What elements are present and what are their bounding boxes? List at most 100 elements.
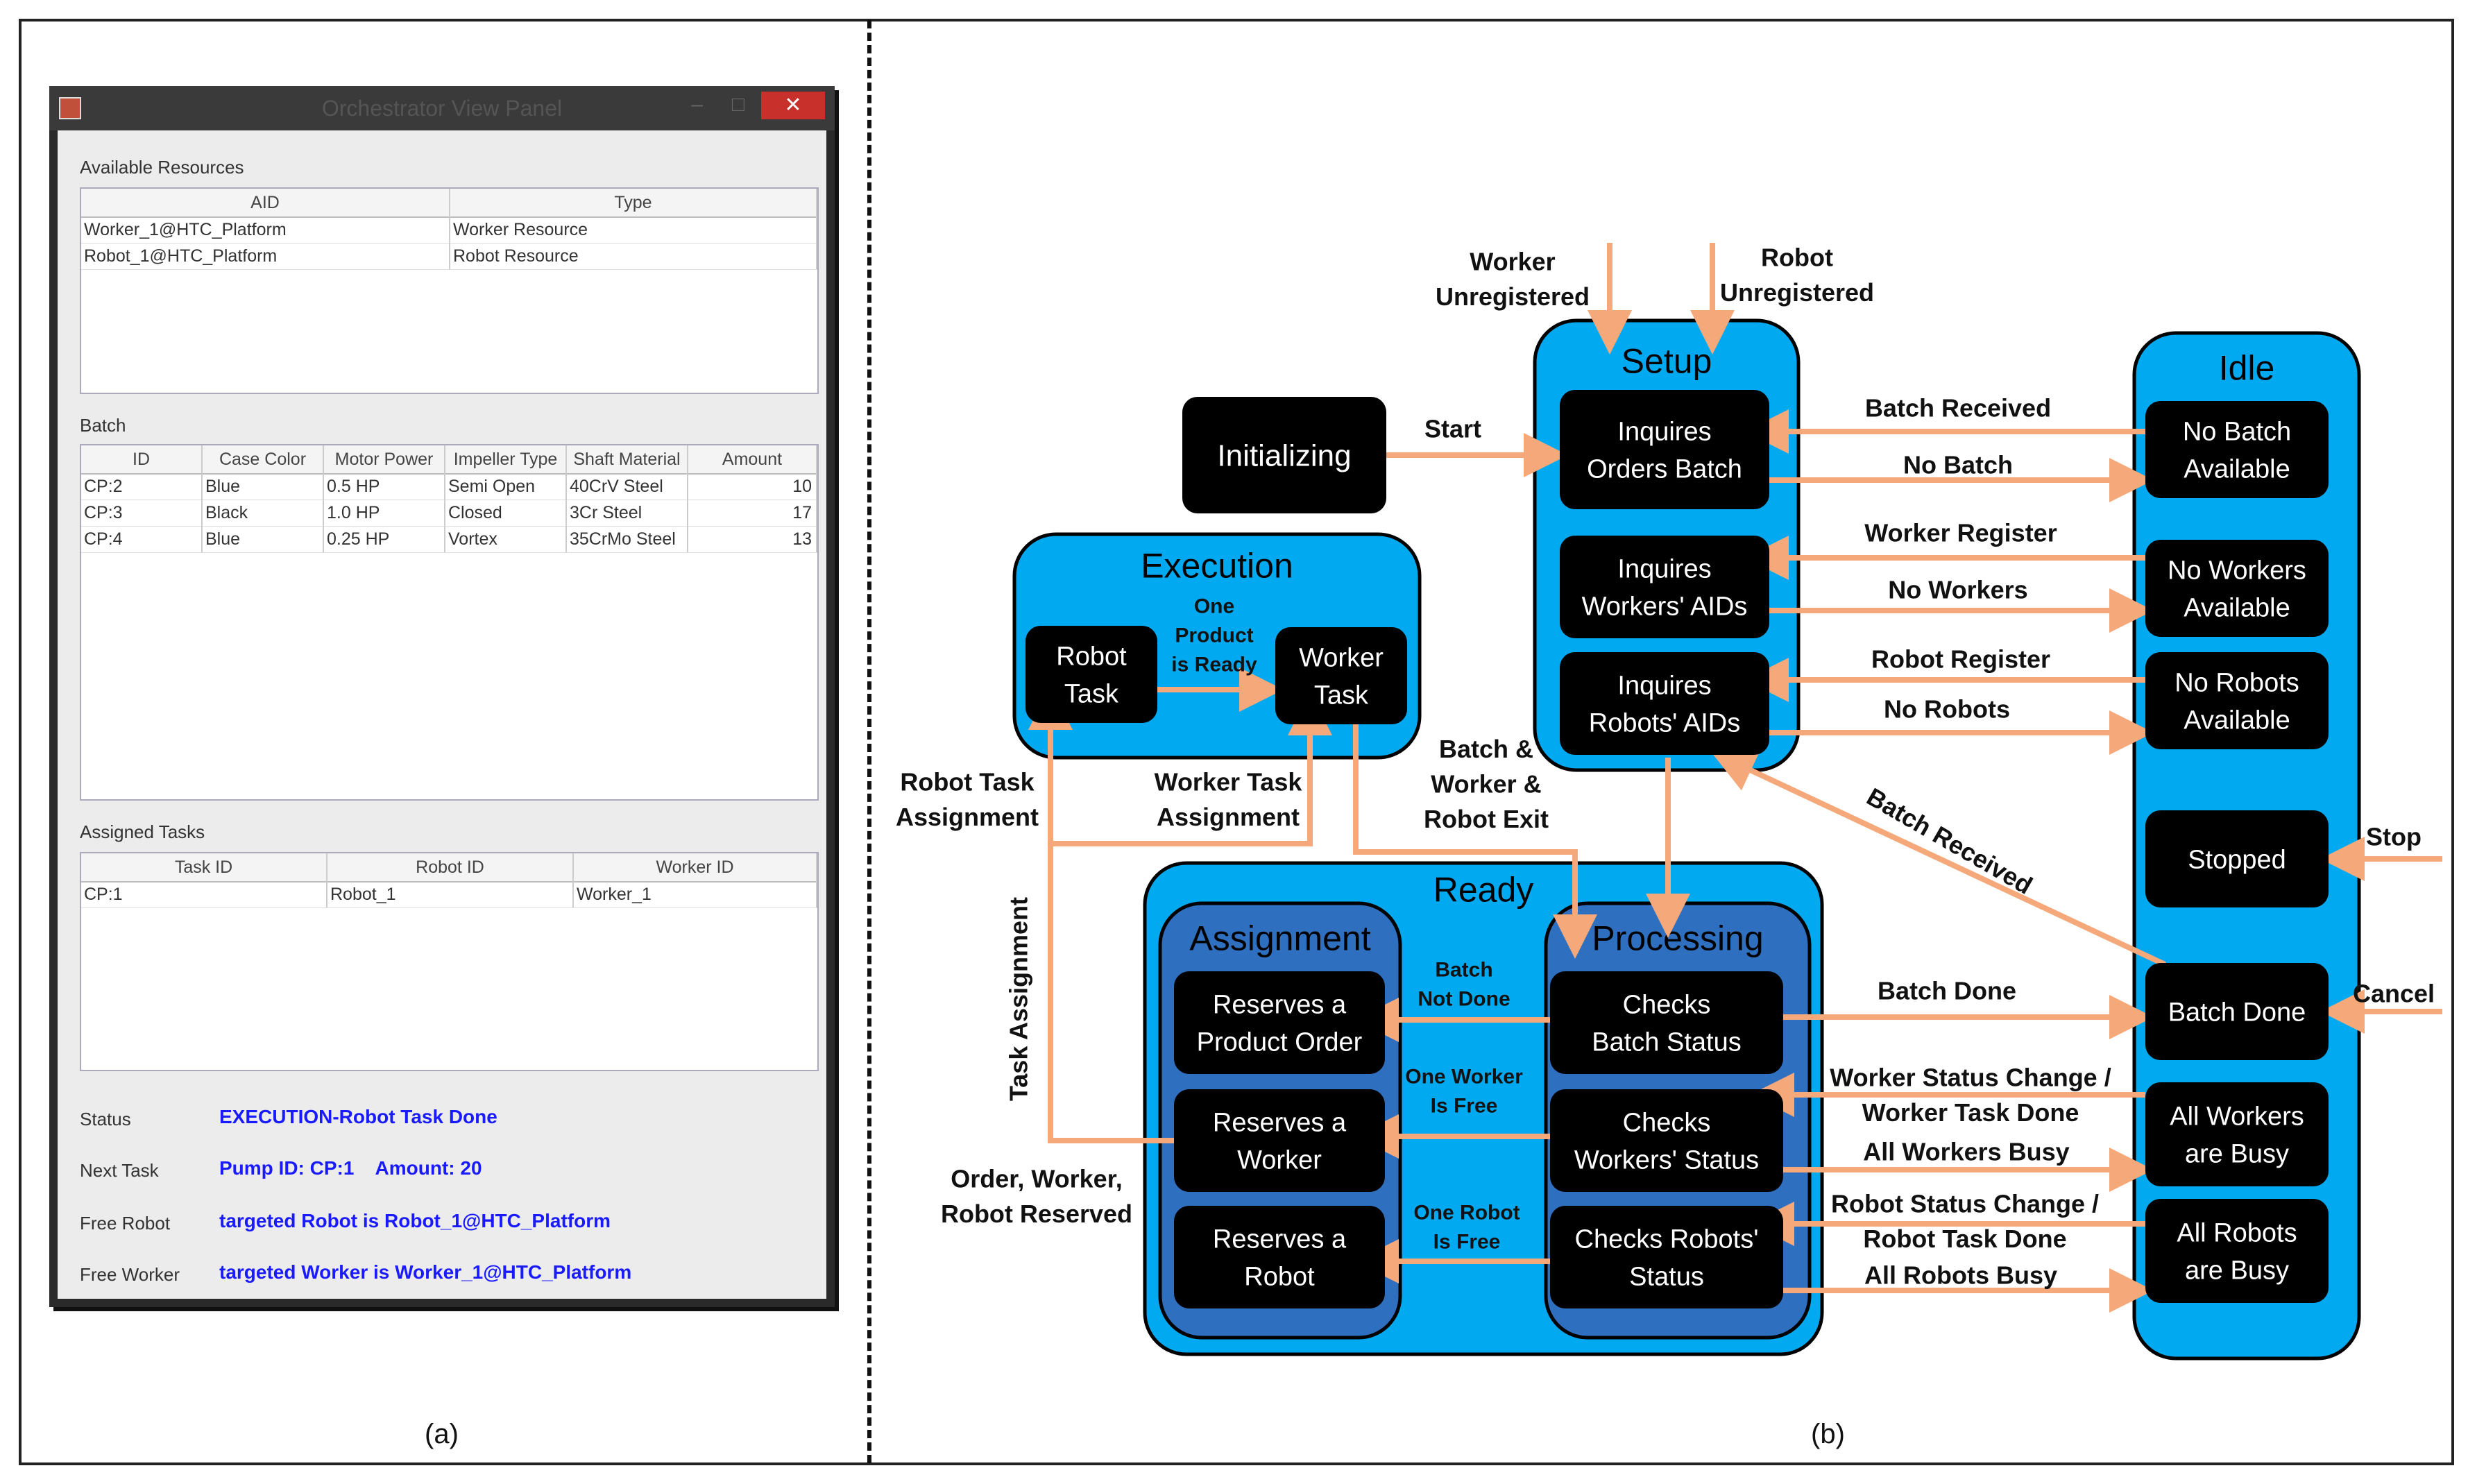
next-task-value: Pump ID: CP:1 Amount: 20 [219,1157,482,1179]
column-header[interactable]: Task ID [81,853,327,881]
free-worker-value: targeted Worker is Worker_1@HTC_Platform [219,1261,632,1283]
idle-container-title: Idle [2219,349,2275,388]
table-cell: 0.25 HP [324,526,445,552]
column-header[interactable]: Type [450,189,817,216]
column-header[interactable]: Impeller Type [445,445,567,473]
execution-container-title: Execution [1141,547,1293,586]
batch-done-label: Batch Done [1878,977,2016,1005]
column-header[interactable]: Amount [688,445,817,473]
reserves-order-state [1174,971,1385,1074]
order-worker-robot-reserved-label: Order, Worker,Robot Reserved [941,1164,1132,1227]
processing-container-title: Processing [1592,919,1763,958]
minimize-button[interactable]: – [691,93,703,116]
table-cell: CP:1 [81,881,327,907]
column-header[interactable]: Worker ID [574,853,817,881]
reserves-robot-state [1174,1206,1385,1308]
column-header[interactable]: ID [81,445,203,473]
table-cell: CP:4 [81,526,203,552]
next-task-label: Next Task [80,1160,159,1181]
table-cell: CP:3 [81,500,203,526]
resources-section-label: Available Resources [80,157,244,178]
close-button[interactable]: ✕ [761,92,825,119]
caption-a: (a) [425,1419,459,1449]
column-header[interactable]: Motor Power [324,445,445,473]
app-icon [59,97,81,119]
window-title: Orchestrator View Panel [321,96,563,121]
task-assignment-vertical-label: Task Assignment [1005,897,1033,1101]
table-cell: Worker_1 [574,881,817,907]
no-workers-state [2145,540,2329,637]
table-cell: 13 [688,526,817,552]
robot-task-state [1026,626,1157,723]
table-cell: Worker_1@HTC_Platform [81,216,450,243]
inquires-robots-state [1560,652,1769,755]
initializing-state [1182,397,1386,513]
table-cell: Robot_1 [327,881,574,907]
status-label: Status [80,1109,131,1129]
column-header[interactable]: Case Color [203,445,324,473]
status-value: EXECUTION-Robot Task Done [219,1106,497,1127]
table-cell: 10 [688,473,817,500]
all-robots-busy-state [2145,1199,2329,1303]
no-batch-state [2145,401,2329,498]
column-header[interactable]: Robot ID [327,853,574,881]
column-header[interactable]: Shaft Material [567,445,688,473]
all-workers-busy-label: All Workers Busy [1863,1138,2069,1166]
maximize-button[interactable]: □ [731,93,744,116]
table-cell: 40CrV Steel [567,473,688,500]
orchestrator-window: Orchestrator View Panel – □ ✕ Available … [49,86,835,1307]
stop-label: Stop [2366,823,2422,851]
free-worker-label: Free Worker [80,1264,180,1285]
batch-done-state [2145,963,2329,1060]
table-cell: 35CrMo Steel [567,526,688,552]
transition-arrow [1353,723,1597,959]
setup-container-title: Setup [1622,342,1712,381]
stopped-state [2145,810,2329,907]
worker-register-label: Worker Register [1864,519,2057,547]
table-cell: Blue [203,526,324,552]
table-cell: Black [203,500,324,526]
column-header[interactable]: AID [81,189,450,216]
figure-frame [19,19,2454,1465]
ready-container-title: Ready [1433,871,1534,910]
checks-workers-state [1550,1089,1783,1192]
window-titlebar[interactable]: Orchestrator View Panel – □ ✕ [49,86,835,130]
table-cell: 17 [688,500,817,526]
checks-batch-state [1550,971,1783,1074]
checks-robots-state [1550,1206,1783,1308]
stopped-label: Stopped [2188,845,2286,874]
tasks-section-label: Assigned Tasks [80,821,205,842]
transition-arrow [1710,750,2166,967]
batch-received-diagonal-label: Batch Received [1862,782,2038,900]
checks-robots-label: Checks Robots'Status [1575,1225,1759,1291]
free-robot-value: targeted Robot is Robot_1@HTC_Platform [219,1210,611,1231]
robot-status-change-label: Robot Status Change /Robot Task Done [1831,1189,2099,1252]
no-robots-state [2145,652,2329,749]
